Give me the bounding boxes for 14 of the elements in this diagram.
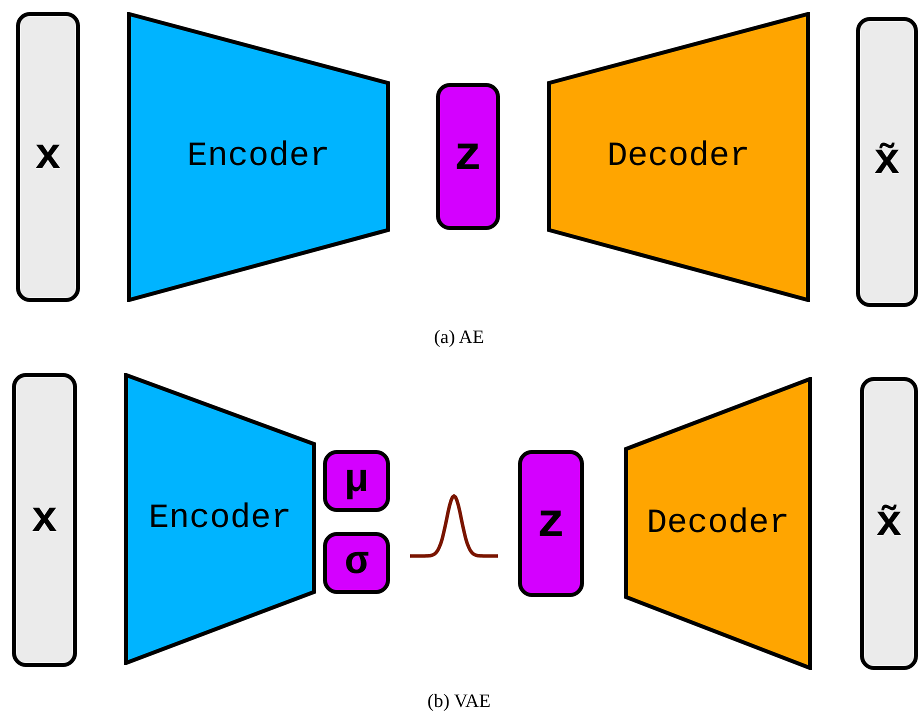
output-box: x̃	[860, 377, 918, 670]
block-label: Encoder	[187, 138, 330, 176]
input-box: x	[12, 373, 77, 667]
subfigure-caption: (a) AE	[434, 327, 484, 349]
latent-box: z	[518, 450, 584, 597]
mean-box: μ	[323, 450, 390, 512]
input-box: x	[16, 12, 80, 302]
block-label: Encoder	[148, 500, 292, 538]
output-box: x̃	[856, 17, 918, 307]
latent-box: z	[436, 83, 500, 230]
subfigure-caption: (b) VAE	[427, 691, 491, 713]
block-label: Decoder	[646, 504, 790, 542]
block-label: Decoder	[607, 138, 750, 176]
deviation-box: σ	[323, 532, 390, 594]
